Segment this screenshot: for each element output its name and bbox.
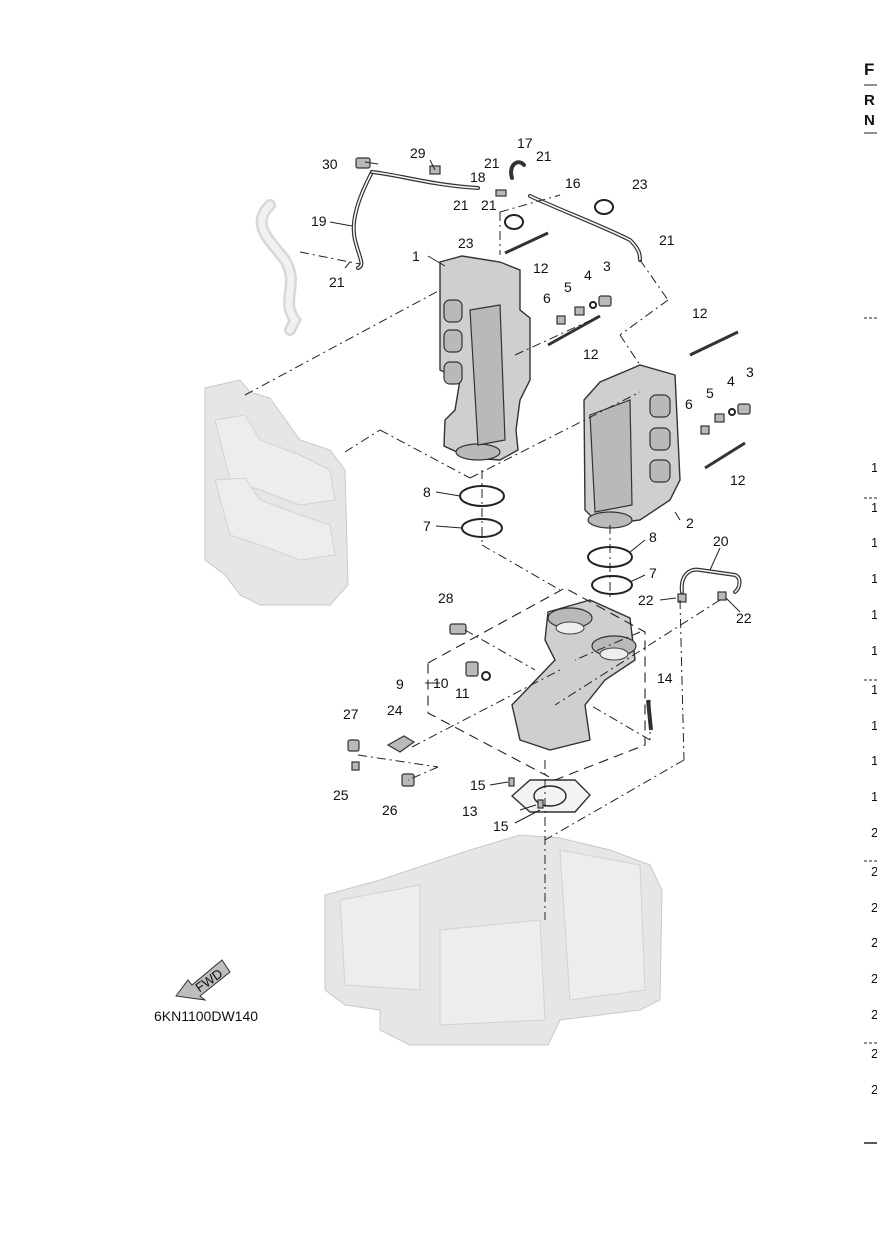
- callout-23: 23: [458, 235, 474, 251]
- callout-20: 20: [713, 533, 729, 549]
- callout-4: 4: [584, 267, 592, 283]
- fwd-arrow-icon: FWD: [175, 959, 231, 1001]
- intake-manifold-1: [439, 255, 531, 461]
- row-digit: 1: [871, 789, 877, 804]
- callout-12: 12: [730, 472, 746, 488]
- row-digit: 1: [871, 500, 877, 515]
- callout-3: 3: [603, 258, 611, 274]
- header-letter: N: [864, 112, 875, 129]
- callout-13: 13: [462, 803, 478, 819]
- callout-25: 25: [333, 787, 349, 803]
- callout-15: 15: [470, 777, 486, 793]
- callout-7: 7: [649, 565, 657, 581]
- callout-2: 2: [686, 515, 694, 531]
- callout-19: 19: [311, 213, 327, 229]
- callout-9: 9: [396, 676, 404, 692]
- callout-21: 21: [481, 197, 497, 213]
- callout-1: 1: [412, 248, 420, 264]
- row-digit: 2: [871, 825, 877, 840]
- callout-30: 30: [322, 156, 338, 172]
- row-digit: 1: [871, 643, 877, 658]
- header-letter: F: [864, 60, 874, 79]
- callout-11: 11: [455, 685, 470, 701]
- callout-17: 17: [517, 135, 533, 151]
- callout-18: 18: [470, 169, 486, 185]
- ghost-block-background: [204, 199, 663, 1046]
- row-digit: 1: [871, 718, 877, 733]
- callout-23: 23: [632, 176, 648, 192]
- row-digit: 2: [871, 1046, 877, 1061]
- callout-21: 21: [536, 148, 552, 164]
- row-digit: 2: [871, 1007, 877, 1022]
- callout-10: 10: [433, 675, 449, 691]
- row-digit: 2: [871, 900, 877, 915]
- row-digit: 1: [871, 753, 877, 768]
- row-digit: 2: [871, 971, 877, 986]
- callout-12: 12: [692, 305, 708, 321]
- plenum-9: [427, 587, 646, 781]
- row-digit: 2: [871, 935, 877, 950]
- callout-29: 29: [410, 145, 426, 161]
- row-digit: 1: [871, 607, 877, 622]
- hoses-upper: [351, 160, 742, 594]
- row-digit: 1: [871, 682, 877, 697]
- callout-22: 22: [736, 610, 752, 626]
- callout-12: 12: [583, 346, 599, 362]
- callout-8: 8: [423, 484, 431, 500]
- diagram-code: 6KN1100DW140: [154, 1008, 258, 1024]
- row-digit: 1: [871, 571, 877, 586]
- callout-28: 28: [438, 590, 454, 606]
- row-digit: 2: [871, 864, 877, 879]
- row-digit: 2: [871, 1082, 877, 1097]
- callout-4: 4: [727, 373, 735, 389]
- callout-labels: 1 2 3 3 4 4 5 5 6 6 7 7 8 8 9 10 11 12 1…: [311, 135, 754, 834]
- callout-22: 22: [638, 592, 654, 608]
- callout-8: 8: [649, 529, 657, 545]
- callout-21: 21: [484, 155, 500, 171]
- callout-21: 21: [329, 274, 345, 290]
- header-letter: R: [864, 92, 875, 109]
- callout-5: 5: [564, 279, 572, 295]
- callout-24: 24: [387, 702, 403, 718]
- callout-21: 21: [659, 232, 675, 248]
- callout-12: 12: [533, 260, 549, 276]
- right-cropped-column: F R N 1 1 1 1 1 1 1 1 1 1 2 2 2 2 2 2 2 …: [864, 60, 877, 1144]
- callout-6: 6: [685, 396, 693, 412]
- callout-5: 5: [706, 385, 714, 401]
- callout-14: 14: [657, 670, 673, 686]
- row-digit: 1: [871, 460, 877, 475]
- callout-3: 3: [746, 364, 754, 380]
- callout-16: 16: [565, 175, 581, 191]
- row-digit: 1: [871, 535, 877, 550]
- callout-26: 26: [382, 802, 398, 818]
- callout-7: 7: [423, 518, 431, 534]
- callout-6: 6: [543, 290, 551, 306]
- intake-manifold-2: [583, 364, 681, 529]
- callout-27: 27: [343, 706, 359, 722]
- leader-lines: [244, 159, 741, 920]
- callout-15: 15: [493, 818, 509, 834]
- callout-21: 21: [453, 197, 469, 213]
